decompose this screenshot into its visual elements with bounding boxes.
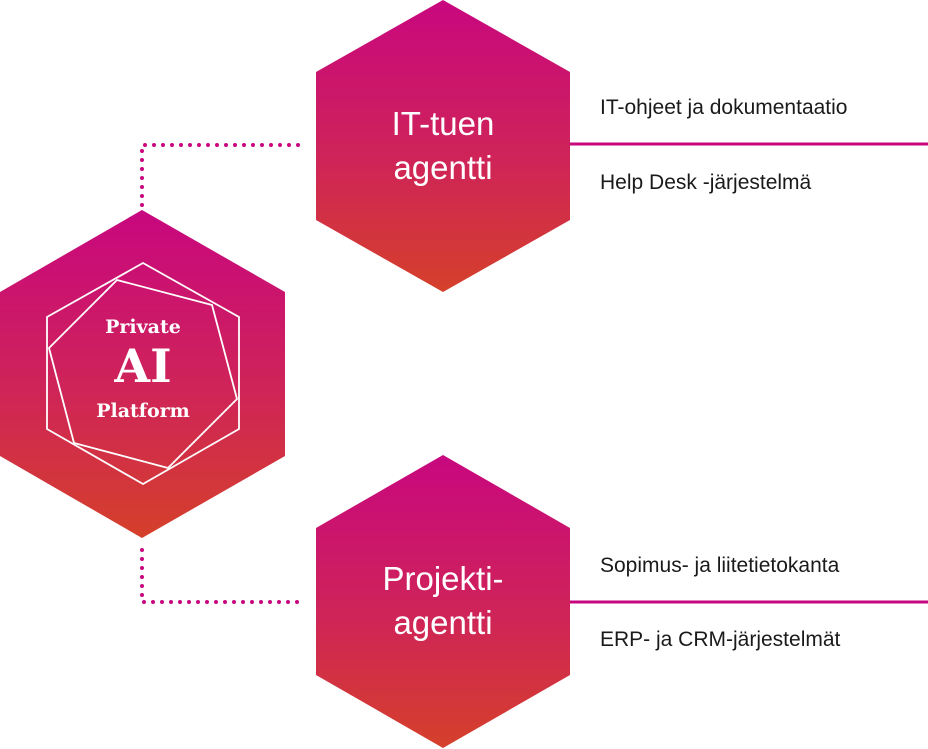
source-erp-crm: ERP- ja CRM-järjestelmät <box>600 628 841 651</box>
source-help-desk: Help Desk -järjestelmä <box>600 171 812 194</box>
platform-hexagon <box>0 210 285 538</box>
project-agent-label-line2: agentti <box>393 604 493 641</box>
logo-rotated-outline <box>47 278 239 470</box>
it-agent-label-line2: agentti <box>393 149 493 186</box>
it-agent-label: IT-tuen agentti <box>316 102 570 190</box>
logo-private: Private <box>105 316 181 338</box>
project-agent-label: Projekti- agentti <box>316 557 570 645</box>
source-contracts-db: Sopimus- ja liitetietokanta <box>600 554 840 577</box>
project-agent-hexagon <box>316 455 570 748</box>
dotted-connector-top <box>140 143 307 207</box>
project-agent-label-line1: Projekti- <box>382 560 504 597</box>
it-agent-hexagon <box>316 0 570 292</box>
logo-platform: Platform <box>96 400 190 422</box>
source-it-docs: IT-ohjeet ja dokumentaatio <box>600 96 848 119</box>
logo-hexagon-outline <box>46 261 240 486</box>
logo-ai: AI <box>114 339 172 393</box>
it-agent-label-line1: IT-tuen <box>391 105 495 142</box>
dotted-connector-bottom <box>140 548 307 604</box>
